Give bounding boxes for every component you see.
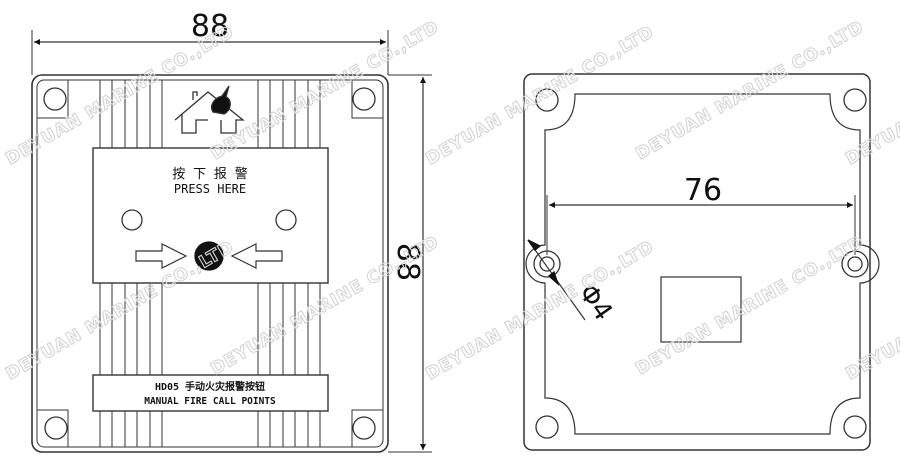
mounting-hole-icon bbox=[352, 416, 376, 440]
watermark-text: DEYUAN MARINE CO.,LTD bbox=[3, 22, 238, 169]
arrow-right-icon bbox=[135, 243, 188, 269]
arrow-left-icon bbox=[230, 243, 283, 269]
front-view bbox=[31, 30, 432, 453]
width-dimension-label: 88 bbox=[191, 9, 229, 44]
mounting-hole-icon bbox=[44, 416, 68, 440]
hole-spacing-label: 76 bbox=[684, 173, 722, 208]
watermark-text: DEYUAN MARINE CO.,LTD bbox=[633, 17, 868, 164]
watermark-text: DEYUAN MARINE CO.,LTD bbox=[208, 232, 443, 379]
press-panel bbox=[92, 147, 329, 284]
nameplate-line1: HD05 手动火灾报警按钮 bbox=[155, 380, 265, 393]
mounting-hole-icon bbox=[843, 88, 867, 112]
watermark-text: DEYUAN MARINE CO.,LTD bbox=[843, 237, 900, 384]
height-dimension-label: 88 bbox=[390, 243, 425, 281]
nameplate bbox=[92, 374, 329, 412]
watermark-text: DEYUAN MARINE CO.,LTD bbox=[633, 232, 868, 379]
press-label-cn: 按 下 报 警 bbox=[172, 166, 247, 182]
watermark-text: DEYUAN MARINE CO.,LTD bbox=[423, 22, 658, 169]
watermark-text: DEYUAN MARINE CO.,LTD bbox=[843, 22, 900, 169]
cable-opening bbox=[660, 276, 742, 343]
watermark-text: DEYUAN MARINE CO.,LTD bbox=[3, 237, 238, 384]
press-button bbox=[194, 241, 224, 271]
front-housing bbox=[31, 74, 389, 453]
watermark-text: DEYUAN MARINE CO.,LTD bbox=[208, 17, 443, 164]
house-fire-icon bbox=[174, 85, 245, 134]
indicator-hole-icon bbox=[121, 209, 143, 231]
mounting-hole-icon bbox=[843, 415, 867, 439]
watermark-text: DEYUAN MARINE CO.,LTD bbox=[423, 237, 658, 384]
nameplate-line2: MANUAL FIRE CALL POINTS bbox=[144, 396, 276, 407]
back-view bbox=[523, 73, 880, 451]
mounting-hole-icon bbox=[43, 87, 67, 111]
mounting-hole-icon bbox=[535, 88, 559, 112]
back-housing bbox=[523, 73, 871, 451]
press-label-en: PRESS HERE bbox=[174, 182, 246, 196]
mounting-hole-icon bbox=[535, 415, 559, 439]
mounting-hole-icon bbox=[352, 87, 376, 111]
indicator-hole-icon bbox=[275, 209, 297, 231]
